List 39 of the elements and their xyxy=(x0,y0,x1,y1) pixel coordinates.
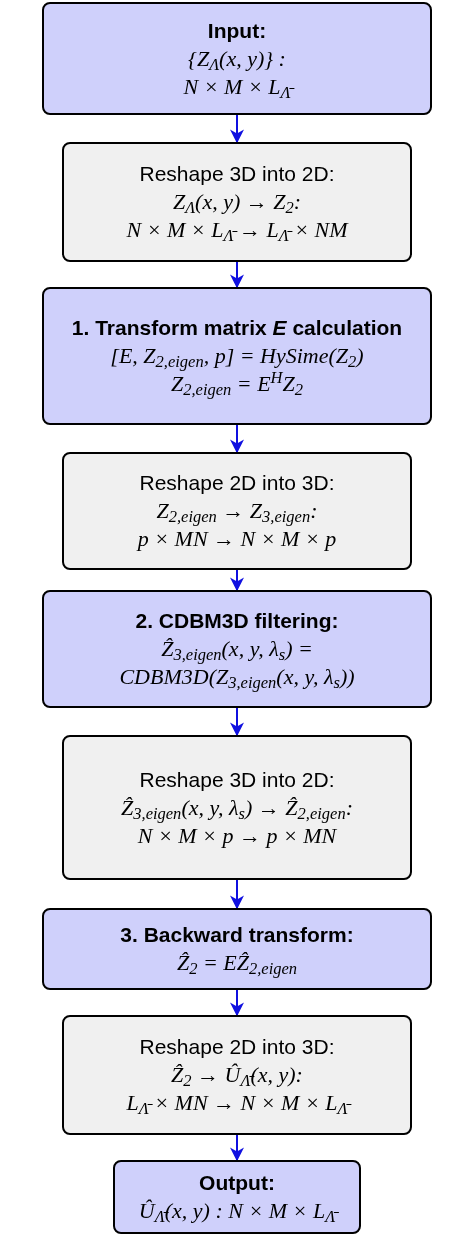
formula-text: Ẑ$_{3,eigen}$(x, y, λ$_{s}$) → Ẑ$_{2,eigen}$: xyxy=(121,793,353,822)
formula-text: Ẑ$_{2}$ → Û$_{Λ̄}$(x, y): xyxy=(171,1061,303,1089)
box-heading: Reshape 2D into 3D: xyxy=(139,1034,335,1060)
formula-text: {Z$_{Λ}$(x, y)} : xyxy=(188,44,286,73)
process-box xyxy=(42,2,432,115)
formula-text: Ẑ$_{2}$ = EẐ$_{2,eigen}$ xyxy=(176,949,298,977)
process-box xyxy=(42,287,432,425)
box-heading: Input: xyxy=(207,17,267,44)
arrow xyxy=(230,989,244,1017)
process-box xyxy=(113,1160,361,1234)
arrow xyxy=(230,114,244,144)
formula-text: Z$_{Λ}$(x, y) → Z$_{2}$: xyxy=(172,188,302,216)
formula-text: N × M × p → p × MN xyxy=(137,822,337,850)
arrow xyxy=(230,261,244,289)
arrow xyxy=(230,879,244,910)
arrow xyxy=(230,707,244,737)
box-heading: 1. Transform matrix E calculation xyxy=(71,315,403,341)
box-heading: Reshape 2D into 3D: xyxy=(139,470,335,496)
process-box xyxy=(62,1015,412,1135)
formula-text: p × MN → N × M × p xyxy=(137,526,337,553)
formula-text: Z$_{2,eigen}$ → Z$_{3,eigen}$: xyxy=(156,497,318,525)
process-box xyxy=(62,452,412,570)
process-box xyxy=(62,142,412,262)
formula-text: Ẑ$_{3,eigen}$(x, y, λ$_{s}$) = xyxy=(161,635,313,663)
box-heading: 3. Backward transform: xyxy=(120,922,354,948)
arrow xyxy=(230,1134,244,1162)
box-heading: Reshape 3D into 2D: xyxy=(139,766,335,793)
formula-text: [E, Z$_{2,eigen}$, p] = HySime(Z$_{2}$) xyxy=(110,342,364,370)
arrow xyxy=(230,569,244,592)
formula-text: Z$_{2,eigen}$ = E$^{H}$Z$_{2}$ xyxy=(170,370,304,398)
box-heading: 2. CDBM3D filtering: xyxy=(135,608,339,634)
formula-text: N × M × L$_{Λ̄}$ → L$_{Λ̄}$ × NM xyxy=(126,216,348,244)
process-box xyxy=(62,735,412,880)
process-box xyxy=(42,908,432,990)
process-box xyxy=(42,590,432,708)
box-heading: Output: xyxy=(199,1170,275,1196)
box-heading: Reshape 3D into 2D: xyxy=(139,161,335,187)
arrow xyxy=(230,424,244,454)
formula-text: CDBM3D(Z$_{3,eigen}$(x, y, λ$_{s}$)) xyxy=(119,664,355,691)
